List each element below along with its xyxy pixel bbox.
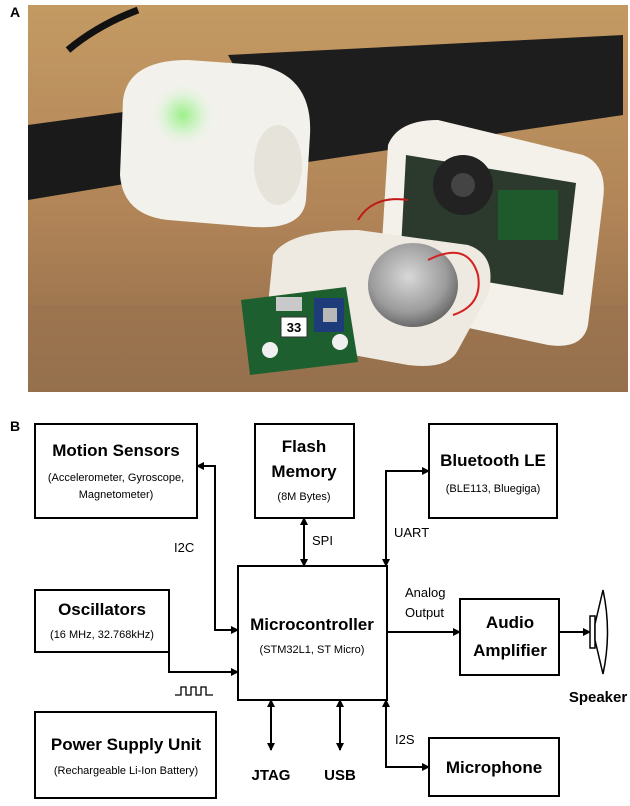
microcontroller-title: Microcontroller — [250, 615, 374, 634]
panel-b-label: B — [10, 418, 21, 434]
motion-sensors-block: Motion Sensors (Accelerometer, Gyroscope… — [34, 423, 198, 519]
uart-label: UART — [394, 525, 429, 540]
i2s-label: I2S — [395, 732, 415, 747]
flash-memory-detail: (8M Bytes) — [277, 491, 330, 503]
motion-sensors-detail-2: Magnetometer) — [79, 489, 154, 501]
i2c-connection — [196, 462, 239, 634]
speaker-label: Speaker — [569, 689, 628, 706]
oscillators-block: Oscillators (16 MHz, 32.768kHz) — [34, 589, 170, 653]
oscillators-title: Oscillators — [58, 600, 146, 619]
analog-label-2: Output — [405, 605, 444, 620]
audio-amplifier-title-2: Amplifier — [473, 641, 547, 660]
motion-sensors-title: Motion Sensors — [52, 441, 180, 460]
i2s-connection — [382, 699, 430, 771]
device-photo: 33 — [28, 5, 628, 392]
oscillators-detail: (16 MHz, 32.768kHz) — [50, 629, 154, 641]
flash-memory-title-2: Memory — [271, 462, 337, 481]
flash-memory-block: Flash Memory (8M Bytes) — [254, 423, 355, 519]
panel-a-label: A — [10, 4, 21, 20]
usb-label: USB — [324, 767, 356, 784]
analog-label-1: Analog — [405, 585, 445, 600]
microphone-block: Microphone — [428, 737, 560, 797]
bluetooth-title: Bluetooth LE — [440, 451, 546, 470]
microphone-title: Microphone — [446, 758, 542, 777]
device-photo-illustration: 33 — [28, 5, 628, 392]
board-number-label: 33 — [287, 320, 301, 335]
power-supply-detail: (Rechargeable Li-Ion Battery) — [54, 765, 198, 777]
audio-amplifier-block: Audio Amplifier — [459, 598, 560, 676]
motion-sensors-detail-1: (Accelerometer, Gyroscope, — [48, 472, 184, 484]
power-supply-block: Power Supply Unit (Rechargeable Li-Ion B… — [34, 711, 217, 799]
bluetooth-detail: (BLE113, Bluegiga) — [446, 483, 541, 495]
microcontroller-detail: (STM32L1, ST Micro) — [260, 644, 365, 656]
uart-connection — [382, 467, 430, 567]
oscillator-clock-connection — [168, 652, 239, 676]
microcontroller-block: Microcontroller (STM32L1, ST Micro) — [237, 565, 388, 701]
flash-memory-title-1: Flash — [282, 437, 326, 456]
clock-signal-symbol — [175, 686, 213, 696]
jtag-label: JTAG — [252, 767, 291, 784]
speaker-icon — [589, 589, 609, 675]
spi-label: SPI — [312, 533, 333, 548]
audio-amplifier-title-1: Audio — [486, 613, 534, 632]
power-supply-title: Power Supply Unit — [51, 735, 202, 754]
i2c-label: I2C — [174, 540, 194, 555]
block-diagram: Motion Sensors (Accelerometer, Gyroscope… — [34, 423, 628, 799]
bluetooth-block: Bluetooth LE (BLE113, Bluegiga) — [428, 423, 558, 519]
